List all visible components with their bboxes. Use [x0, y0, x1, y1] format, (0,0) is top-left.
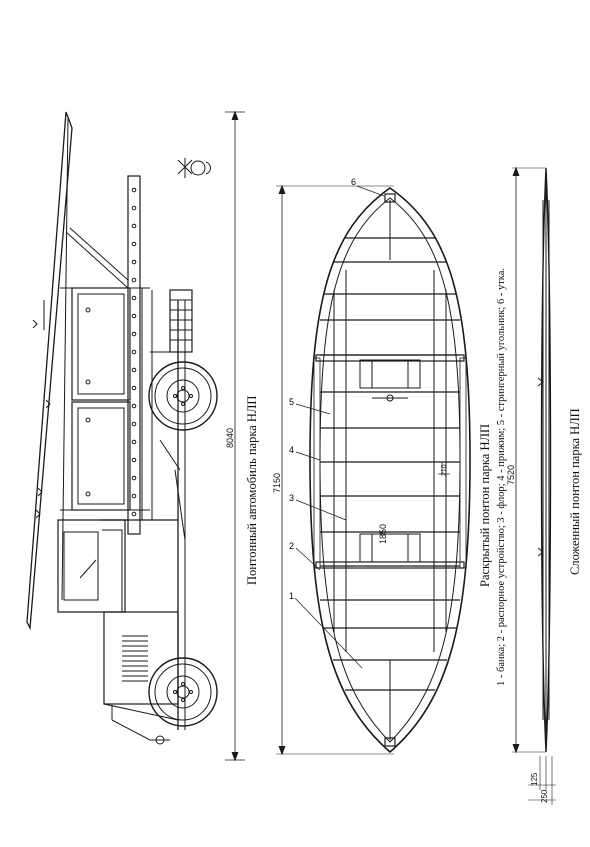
spreader-devices [359, 359, 421, 563]
folded-length-dimension: 7520 [506, 464, 516, 485]
folded-width-125: 125 [530, 772, 539, 786]
callout-1: 1 [289, 591, 295, 601]
rack-holes [131, 187, 137, 517]
pontoon-floors [320, 237, 460, 691]
callout-4: 4 [289, 445, 295, 455]
pontoon-length-dimension: 7150 [272, 472, 282, 493]
truck-caption: Понтонный автомобиль парка НЛП [245, 395, 259, 585]
callout-2: 2 [289, 541, 295, 551]
front-wheel [148, 657, 218, 727]
open-pontoon-caption: Раскрытый понтон парка НЛП [478, 423, 492, 587]
folded-pontoon-caption: Сложенный понтон парка НЛП [568, 408, 582, 575]
emblem-icon [177, 158, 211, 178]
truck-length-dimension: 8040 [225, 427, 235, 448]
radiator-grille [122, 635, 148, 682]
callout-3: 3 [289, 493, 295, 503]
frame-spacing-dimension: 210 [441, 464, 448, 476]
pontoon-truck-drawing [26, 110, 245, 762]
callout-6: 6 [351, 177, 357, 187]
folded-width-250: 250 [540, 789, 549, 803]
folded-pontoon-drawing [512, 166, 556, 805]
open-pontoon-drawing [276, 184, 471, 756]
callout-5: 5 [289, 397, 295, 407]
pontoon-width-dimension: 1850 [378, 523, 388, 544]
rear-wheel [148, 361, 218, 431]
